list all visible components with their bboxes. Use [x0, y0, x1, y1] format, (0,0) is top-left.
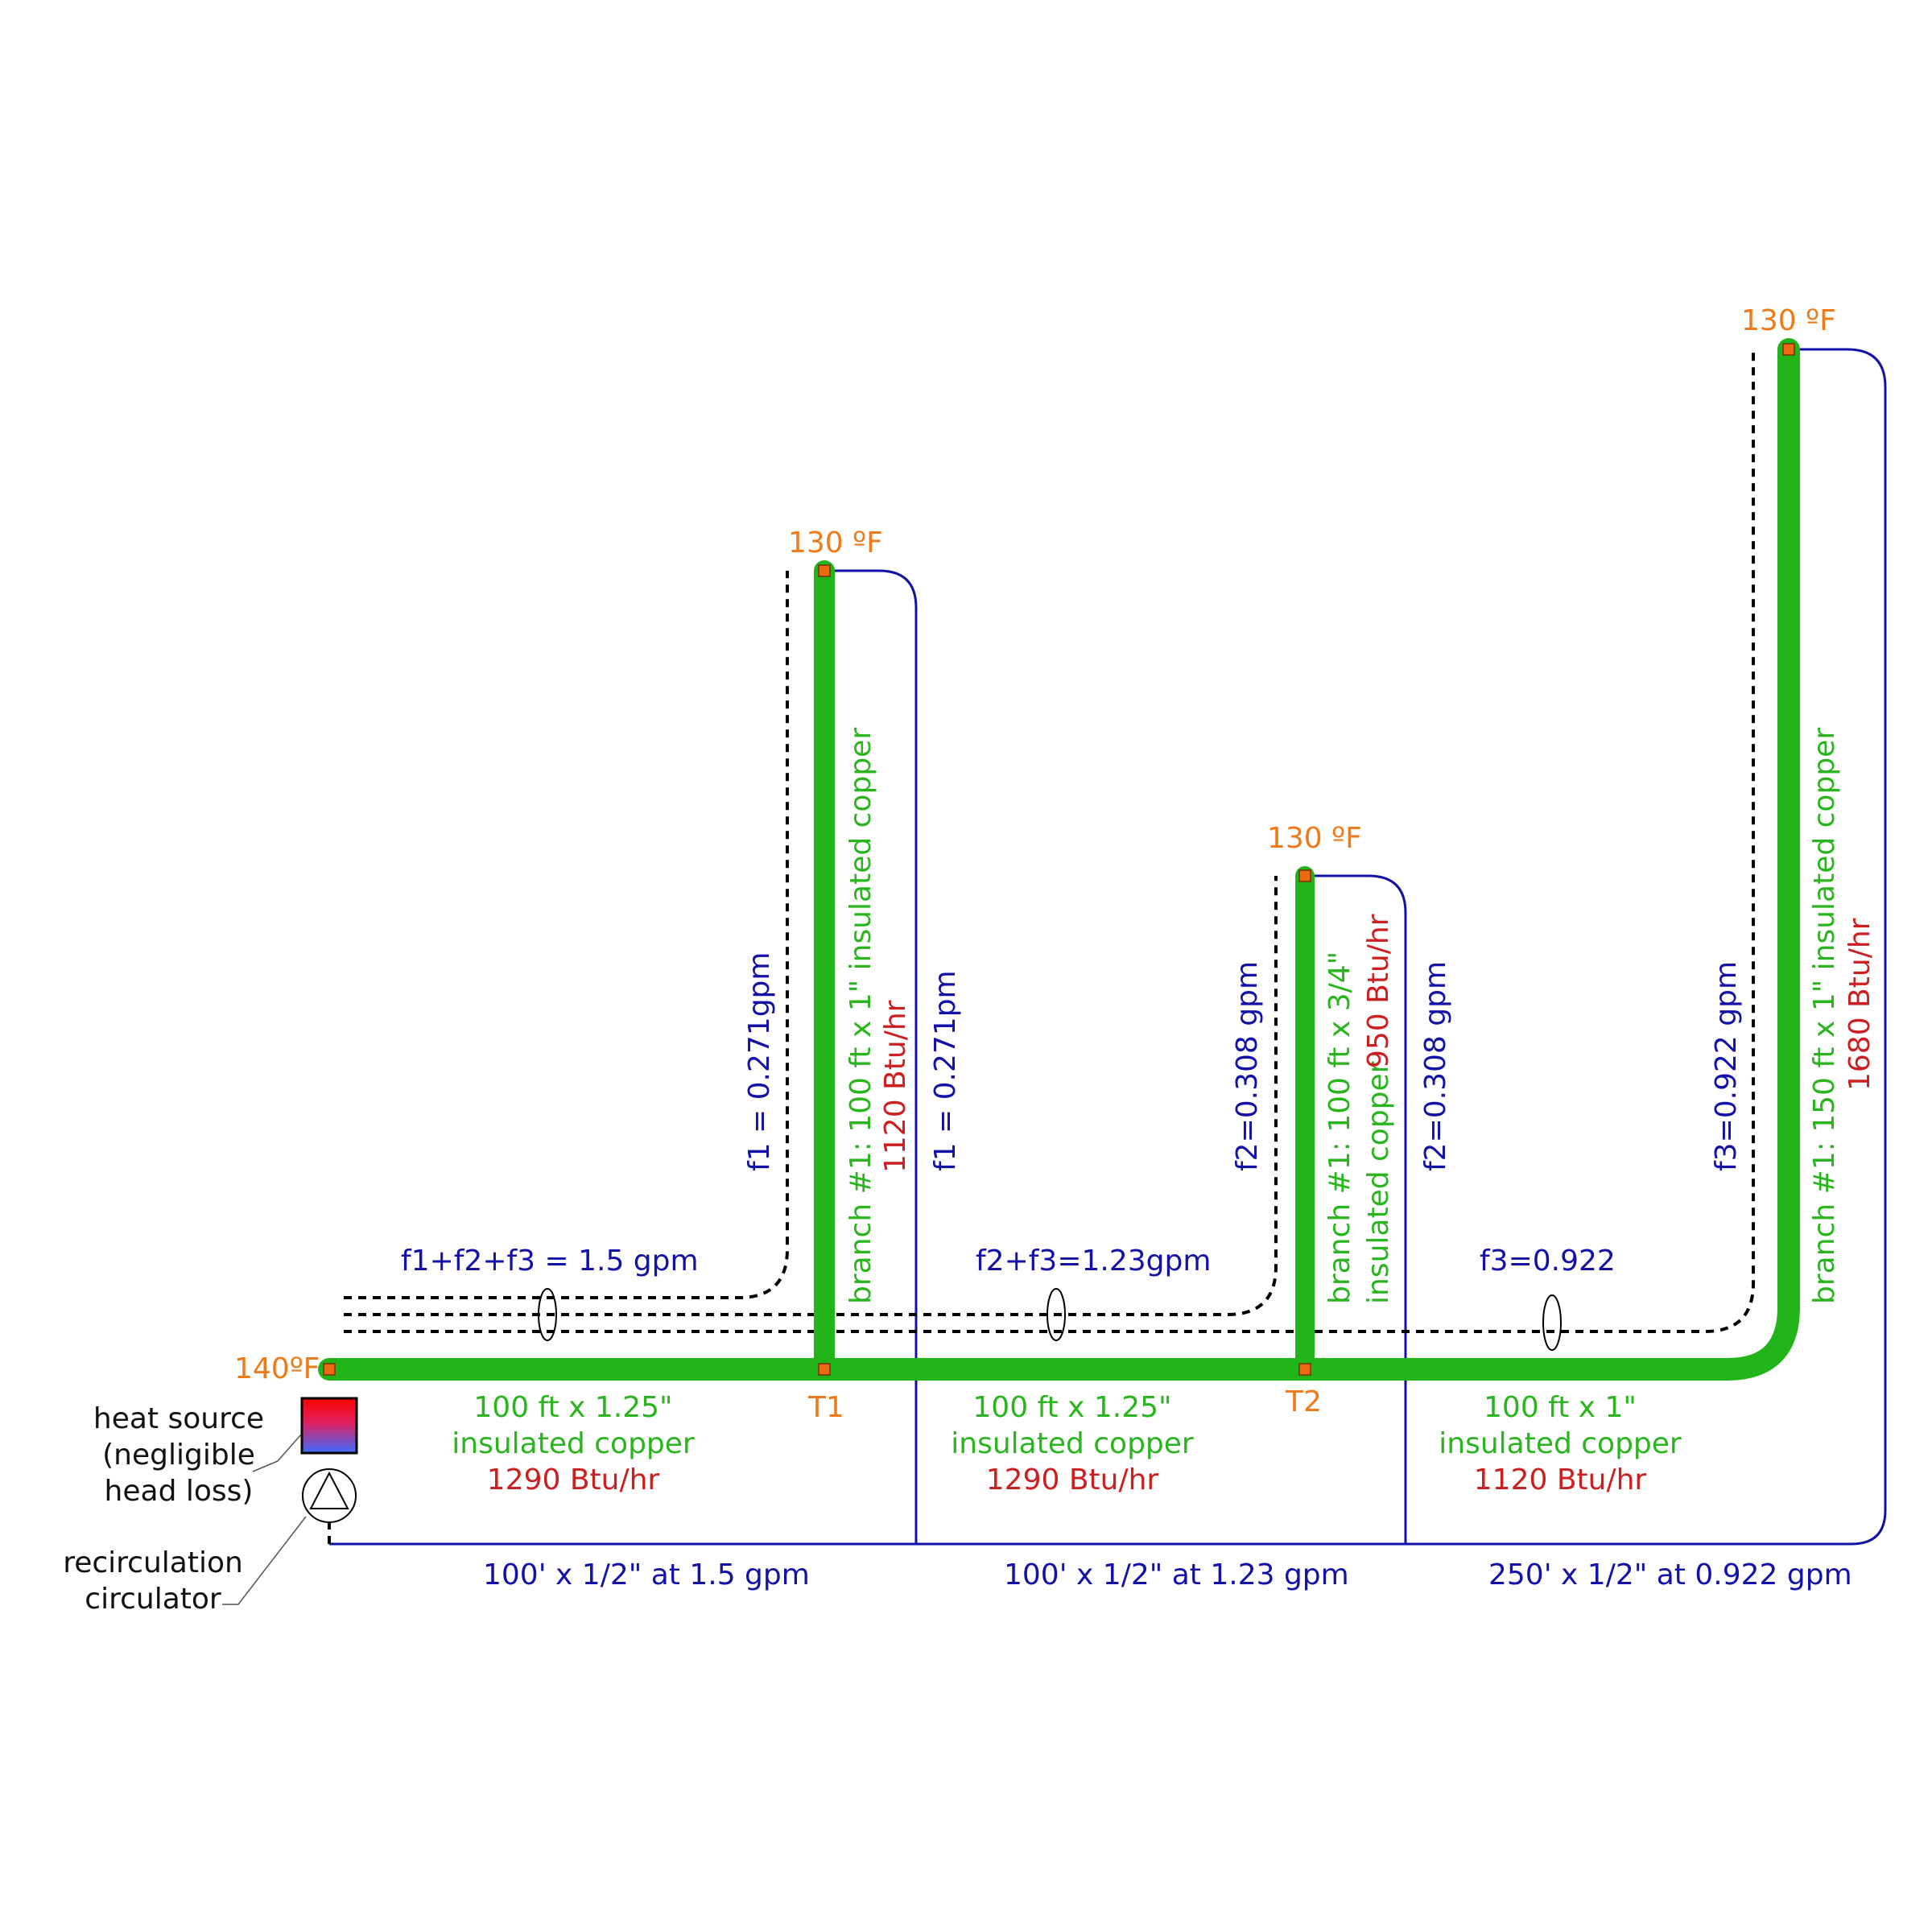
- circulator-label-line2: circulator: [85, 1583, 221, 1616]
- flow-bundle-marker-1: [538, 1288, 557, 1341]
- main-segment-3-labels: 100 ft x 1" insulated copper 1120 Btu/hr: [1439, 1391, 1682, 1496]
- circulator-triangle-icon: [309, 1471, 349, 1509]
- return-main-line: [329, 348, 1887, 1546]
- heat-source-label-line2: (negligible: [102, 1439, 255, 1472]
- flow-bundle-marker-2: [1046, 1288, 1066, 1341]
- main-segment-2-labels: 100 ft x 1.25" insulated copper 1290 Btu…: [951, 1391, 1194, 1496]
- branch-2-label-line2: insulated copper: [1362, 1061, 1395, 1304]
- node-branch-2-top-icon: [1298, 869, 1311, 882]
- temp-branch-1-top: 130 ºF: [788, 526, 883, 559]
- branch-3-loss: 1680 Btu/hr: [1843, 918, 1876, 1091]
- segment-1-loss: 1290 Btu/hr: [487, 1463, 660, 1496]
- node-t1-icon: [818, 1363, 831, 1376]
- return-label-1: 100' x 1/2" at 1.5 gpm: [483, 1558, 810, 1591]
- heat-source-label-line1: heat source: [93, 1402, 264, 1435]
- branch-1-loss: 1120 Btu/hr: [879, 1000, 912, 1173]
- flow-path-f2: [344, 876, 1278, 1316]
- node-branch-3-top-icon: [1782, 343, 1795, 356]
- segment-3-loss: 1120 Btu/hr: [1474, 1463, 1647, 1496]
- flow-path-f3: [344, 349, 1755, 1333]
- flow-label-seg1: f1+f2+f3 = 1.5 gpm: [401, 1245, 699, 1278]
- segment-2-loss: 1290 Btu/hr: [986, 1463, 1159, 1496]
- node-source-icon: [323, 1363, 336, 1376]
- branch-2-return-flow: f2=0.308 gpm: [1419, 961, 1452, 1171]
- flow-label-seg2: f2+f3=1.23gpm: [976, 1245, 1211, 1278]
- segment-1-size: 100 ft x 1.25": [473, 1391, 672, 1424]
- return-label-2: 100' x 1/2" at 1.23 gpm: [1004, 1558, 1349, 1591]
- heat-source-label: heat source (negligible head loss): [93, 1402, 264, 1508]
- branch-1-supply-flow: f1 = 0.271gpm: [743, 952, 776, 1171]
- flow-path-f1: [344, 571, 789, 1299]
- return-branch-2-line: [1305, 874, 1407, 1544]
- segment-3-size: 100 ft x 1": [1484, 1391, 1637, 1424]
- branch-1-return-flow: f1 = 0.271pm: [929, 970, 962, 1171]
- node-t2-icon: [1298, 1363, 1311, 1376]
- flow-label-seg3: f3=0.922: [1480, 1245, 1616, 1278]
- branch-2-loss: 950 Btu/hr: [1362, 914, 1395, 1068]
- branch-2-supply-flow: f2=0.308 gpm: [1231, 961, 1264, 1171]
- branch-2-label-line1: branch #1: 100 ft x 3/4": [1323, 952, 1356, 1304]
- heat-source-label-line3: head loss): [105, 1475, 254, 1508]
- main-supply-pipe: [318, 338, 1800, 1381]
- branch-3-supply-flow: f3=0.922 gpm: [1710, 961, 1743, 1171]
- tee-t2-label: T2: [1285, 1385, 1322, 1418]
- segment-1-material: insulated copper: [452, 1427, 695, 1460]
- temp-branch-3-top: 130 ºF: [1741, 304, 1836, 337]
- circulator-label: recirculation circulator: [63, 1546, 243, 1616]
- return-branch-1-line: [824, 569, 918, 1544]
- temp-source: 140ºF: [234, 1352, 320, 1385]
- branch-3-label: branch #1: 150 ft x 1" insulated copper: [1808, 728, 1841, 1304]
- circulator-icon: [302, 1468, 357, 1523]
- circulator-label-line1: recirculation: [63, 1546, 243, 1579]
- return-label-3: 250' x 1/2" at 0.922 gpm: [1488, 1558, 1852, 1591]
- circulator-leader: [222, 1516, 307, 1605]
- segment-3-material: insulated copper: [1439, 1427, 1682, 1460]
- main-segment-1-labels: 100 ft x 1.25" insulated copper 1290 Btu…: [452, 1391, 695, 1496]
- temp-branch-2-top: 130 ºF: [1267, 822, 1362, 855]
- branch-1-label: branch #1: 100 ft x 1" insulated copper: [844, 728, 877, 1304]
- heat-source-leader: [252, 1434, 302, 1472]
- node-branch-1-top-icon: [818, 564, 831, 577]
- segment-2-size: 100 ft x 1.25": [972, 1391, 1171, 1424]
- heat-source-icon: [300, 1397, 358, 1455]
- tee-t1-label: T1: [807, 1391, 844, 1424]
- flow-bundle-marker-3: [1542, 1294, 1562, 1351]
- segment-2-material: insulated copper: [951, 1427, 1194, 1460]
